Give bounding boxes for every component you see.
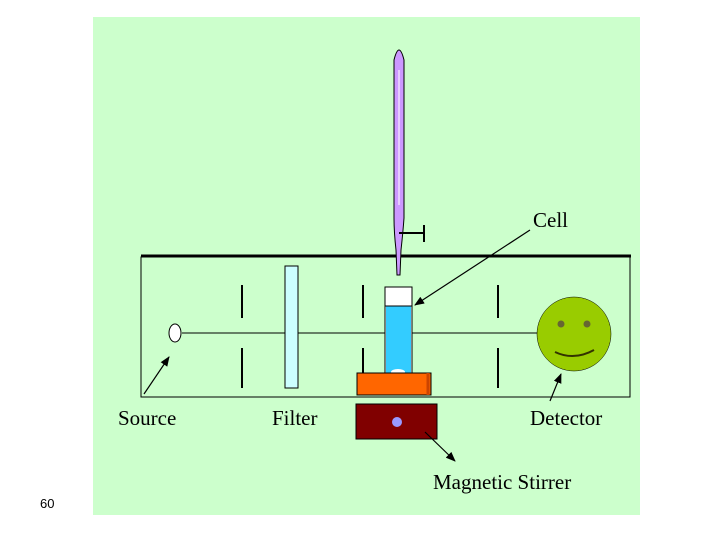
lamp-oval-icon	[168, 323, 182, 343]
cell-holder	[356, 372, 432, 396]
smiley-face-icon	[536, 296, 612, 372]
detector-pointer-arrow	[549, 373, 562, 402]
cell-solution	[386, 306, 411, 373]
filter-label: Filter	[272, 406, 318, 430]
stirrer-pointer-arrow	[424, 431, 456, 462]
slide-number: 60	[40, 496, 55, 511]
source-pointer-arrow	[143, 356, 170, 395]
stir-bar	[392, 417, 402, 427]
filter-plate	[284, 265, 299, 389]
diagram-background	[93, 17, 640, 515]
detector-label: Detector	[530, 406, 602, 430]
source-label: Source	[118, 406, 176, 430]
cell-label: Cell	[533, 208, 568, 232]
stirrer-label: Magnetic Stirrer	[433, 470, 571, 494]
cell-pointer-arrow	[414, 229, 531, 306]
